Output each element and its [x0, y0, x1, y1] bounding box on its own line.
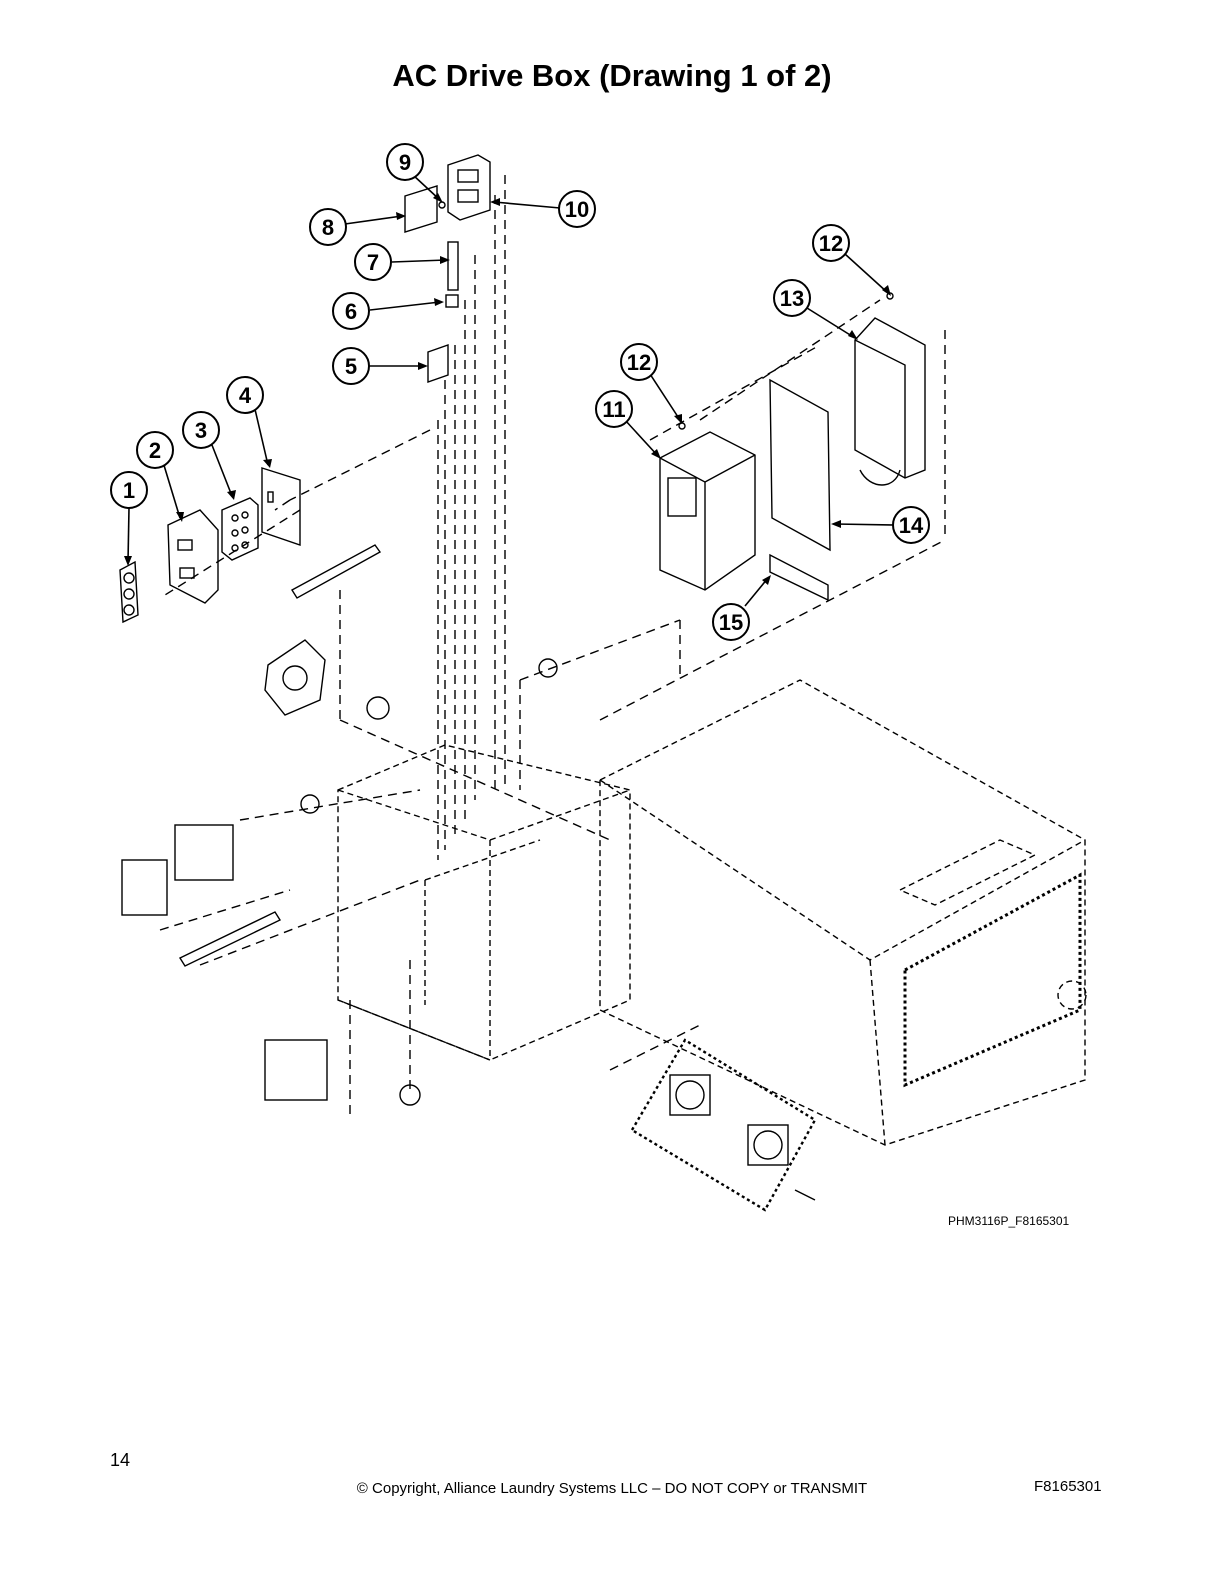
fan-guard-left [264, 639, 326, 716]
callout-2: 2 [136, 431, 174, 469]
callout-13-label: 13 [780, 286, 804, 311]
part-2-terminal-housing [167, 509, 219, 604]
part-4-mounting-plate [261, 467, 301, 546]
part-9-screw [438, 201, 446, 209]
callout-14: 14 [892, 506, 930, 544]
contactor-assembly [121, 824, 328, 1101]
callout-1-label: 1 [123, 478, 135, 503]
part-8-cover [404, 185, 438, 233]
callout-bubbles: 1 2 3 4 5 6 7 8 9 10 11 12 12 13 14 15 [110, 143, 930, 641]
document-code: F8165301 [1034, 1478, 1102, 1495]
callout-8: 8 [309, 208, 347, 246]
page-title: AC Drive Box (Drawing 1 of 2) [392, 58, 832, 93]
callout-6-label: 6 [345, 299, 357, 324]
callout-4-label: 4 [239, 383, 252, 408]
callout-15-label: 15 [719, 610, 743, 635]
callout-14-label: 14 [899, 513, 924, 538]
callout-2-label: 2 [149, 438, 161, 463]
drive-box-cabinet [337, 744, 631, 1061]
part-10-fuse-block [447, 154, 491, 221]
part-6-small-square [445, 294, 459, 308]
callout-13: 13 [773, 279, 811, 317]
part-3-terminal-blocks [221, 497, 259, 561]
copyright-notice: © Copyright, Alliance Laundry Systems LL… [356, 1480, 868, 1497]
part-13-line-filter [854, 317, 926, 486]
drawing-reference: PHM3116P_F8165301 [948, 1214, 1070, 1228]
page-number: 14 [110, 1450, 131, 1470]
callout-10-label: 10 [565, 197, 589, 222]
callout-12b-label: 12 [819, 231, 843, 256]
callout-3: 3 [182, 411, 220, 449]
callout-7-label: 7 [367, 250, 379, 275]
bushing-part [300, 658, 558, 1106]
callout-12b: 12 [812, 224, 850, 262]
part-1-outlet-strip [119, 560, 139, 624]
part-15-small-bracket [769, 553, 829, 602]
arrowheads [124, 193, 891, 585]
callout-5-label: 5 [345, 354, 357, 379]
assembly-guide-lines [159, 175, 946, 1120]
callout-11-label: 11 [602, 397, 625, 422]
callout-4: 4 [226, 376, 264, 414]
callout-8-label: 8 [322, 215, 334, 240]
fan-rod [291, 544, 382, 599]
callout-9: 9 [386, 143, 424, 181]
callout-5: 5 [332, 347, 370, 385]
fan-assembly [630, 1038, 817, 1212]
part-5-label-plate [427, 344, 449, 383]
part-7-terminal-strip [447, 241, 459, 291]
callout-6: 6 [332, 292, 370, 330]
callout-15: 15 [712, 603, 750, 641]
dryer-cabinet [599, 679, 1087, 1146]
callout-1: 1 [110, 471, 148, 509]
callout-12a: 12 [620, 343, 658, 381]
callout-7: 7 [354, 243, 392, 281]
callout-12a-label: 12 [627, 350, 651, 375]
part-11-ac-drive [659, 431, 756, 591]
part-14-drive-bracket [769, 378, 831, 552]
callout-11: 11 [595, 390, 633, 428]
callout-3-label: 3 [195, 418, 207, 443]
callout-10: 10 [558, 190, 596, 228]
callout-9-label: 9 [399, 150, 411, 175]
leader-lines [127, 174, 896, 607]
